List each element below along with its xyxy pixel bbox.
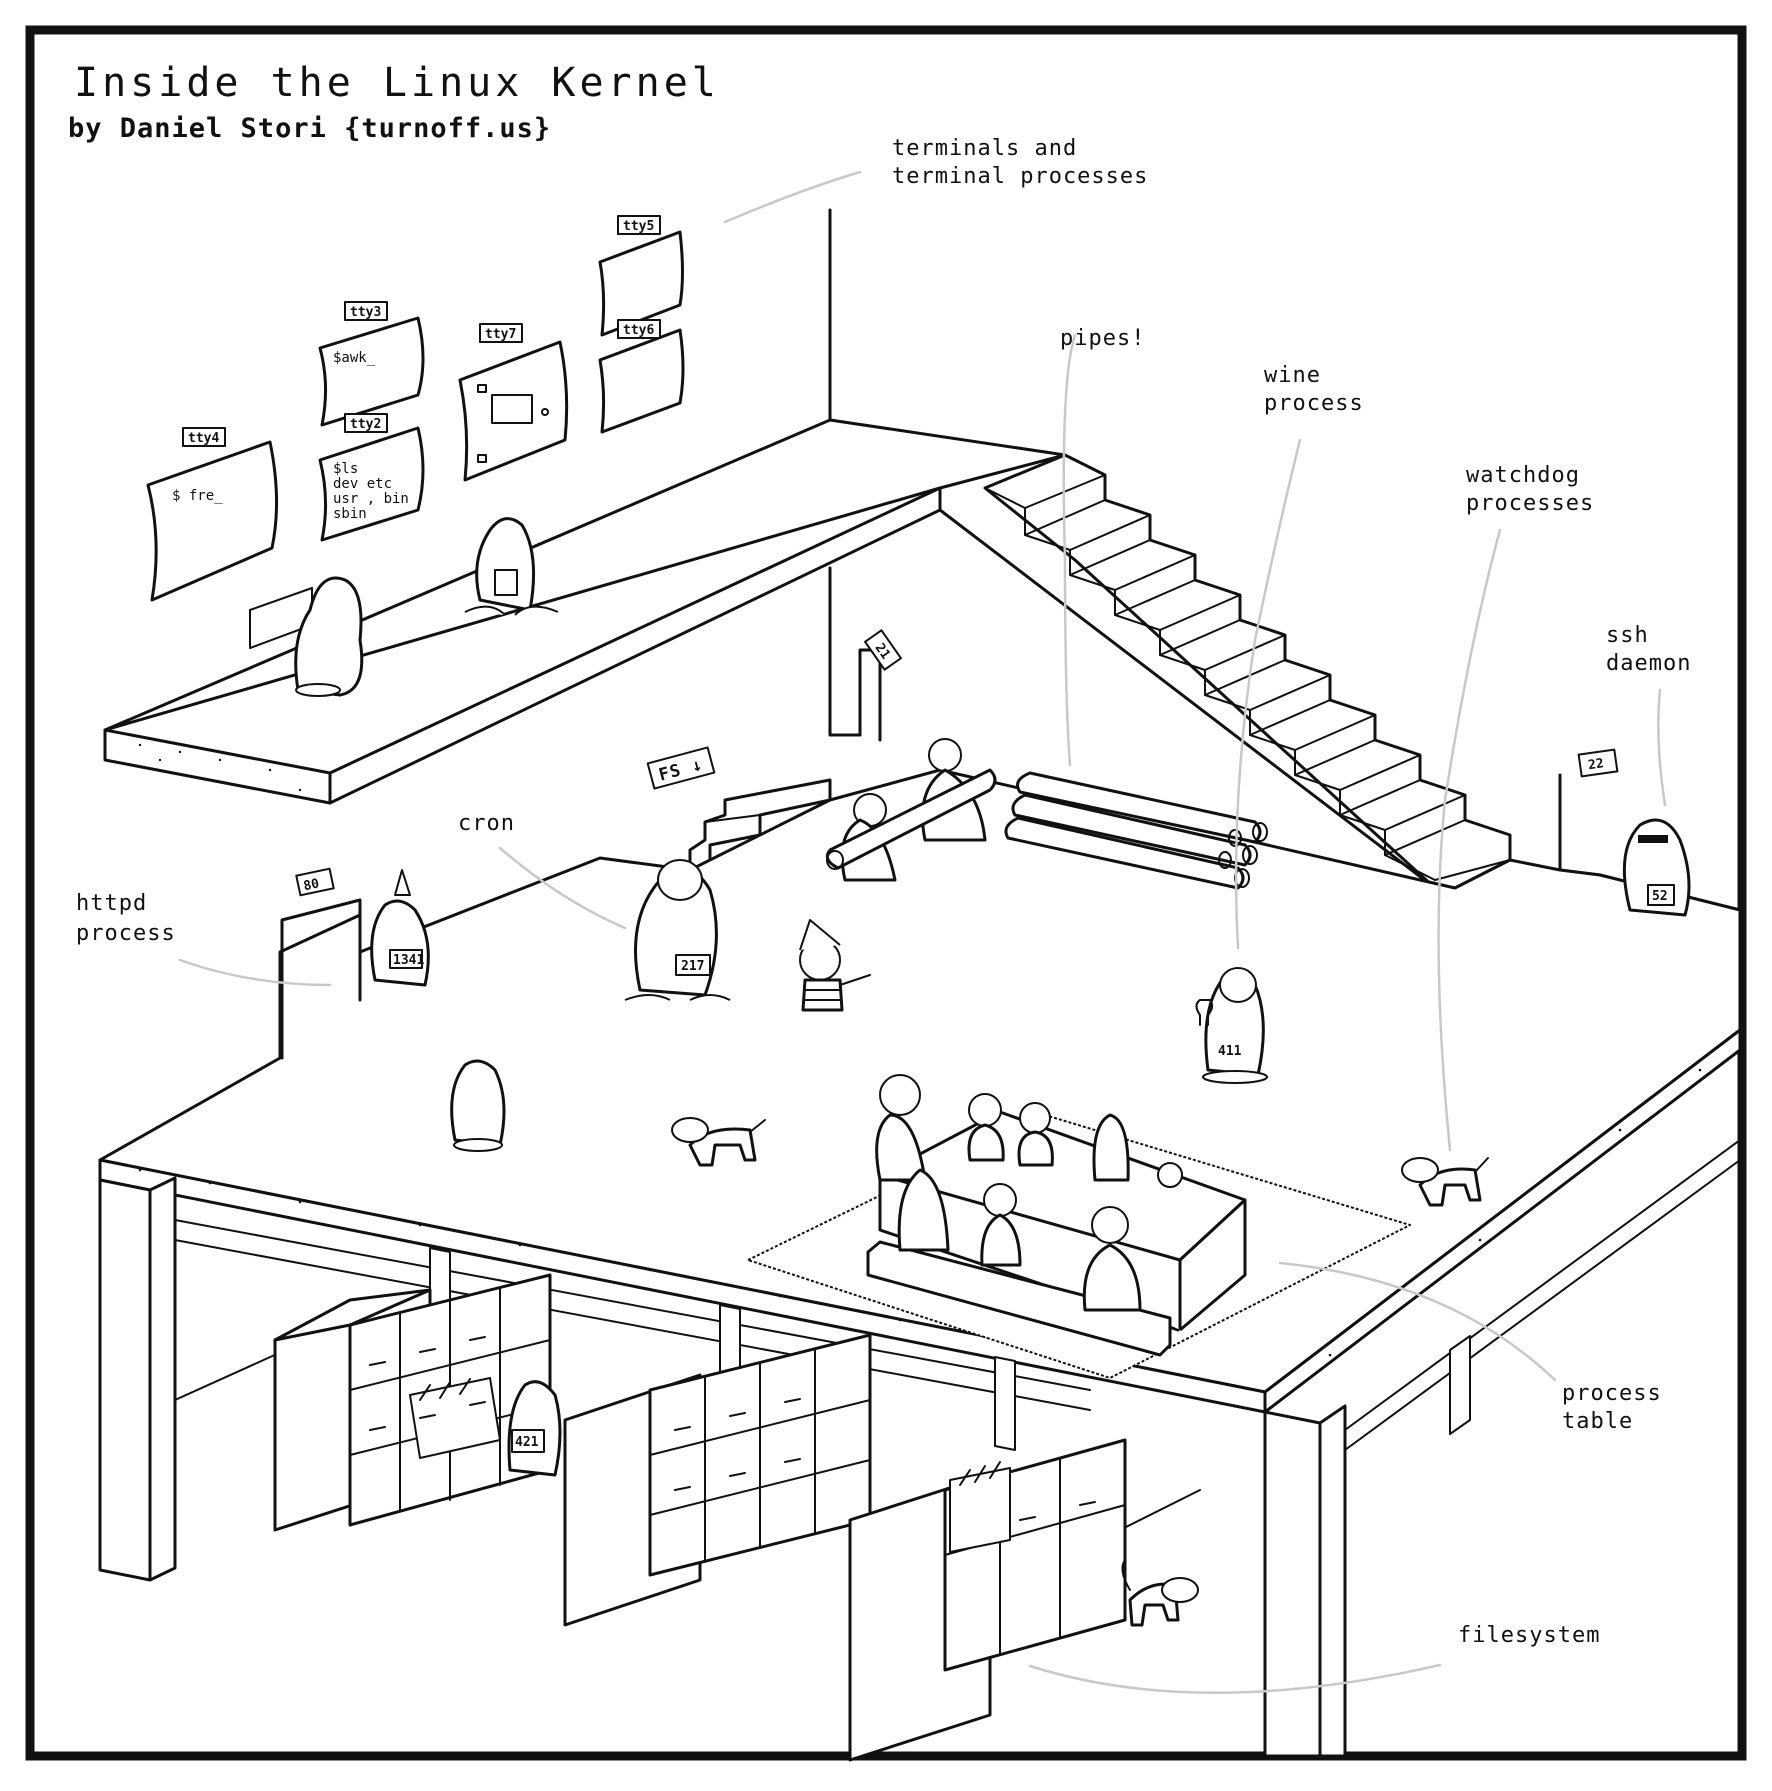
comic-title: Inside the Linux Kernel — [74, 60, 720, 106]
label-wine-line1: wine — [1264, 363, 1321, 388]
watchdog-2 — [1401, 1157, 1489, 1207]
watchdog-3 — [1121, 1559, 1199, 1627]
label-terminals-line2: terminal processes — [892, 164, 1148, 189]
terminal-tty5: tty5 — [598, 215, 684, 337]
penguin-httpd: 1341 — [370, 869, 430, 987]
label-pipes: pipes! — [1060, 326, 1145, 351]
terminal-tty7: tty7 — [458, 323, 569, 482]
doors: 80 21 FS ↓ 22 — [280, 629, 1619, 1060]
label-httpd-line2: process — [76, 921, 176, 946]
label-watchdog-line2: processes — [1466, 491, 1594, 516]
penguin-cron: 217 — [624, 859, 731, 1001]
filer-badge: 421 — [515, 1435, 539, 1450]
label-filesystem: filesystem — [1458, 1623, 1600, 1648]
callout-labels: terminals and terminal processes pipes! … — [76, 136, 1691, 1648]
leader-lines — [178, 170, 1667, 1694]
port-22-sign: 22 — [1587, 756, 1605, 773]
file-cabinets — [273, 1273, 1127, 1762]
label-httpd-line1: httpd — [76, 891, 147, 916]
tty2-screen-line1: $ls — [333, 461, 358, 477]
characters: 1341 217 — [294, 517, 1691, 1627]
httpd-badge: 1341 — [393, 953, 424, 968]
cron-badge: 217 — [681, 959, 704, 974]
penguin-wine: 411 — [1195, 967, 1268, 1084]
ssh-badge: 52 — [1652, 889, 1668, 904]
terminal-tty2: tty2 $ls dev etc usr , bin sbin — [318, 413, 425, 542]
label-ssh-line1: ssh — [1606, 623, 1649, 648]
tty2-tag: tty2 — [350, 417, 381, 432]
comic-byline: by Daniel Stori {turnoff.us} — [68, 113, 551, 144]
tty4-tag: tty4 — [188, 431, 219, 446]
tty2-screen-line2: dev etc — [333, 476, 392, 492]
terminal-tty4: tty4 $ fre_ — [146, 427, 279, 602]
label-process-table-line1: process — [1562, 1381, 1662, 1406]
label-terminals-line1: terminals and — [892, 136, 1077, 161]
terminal-screens: tty4 $ fre_ tty3 $awk_ tty2 $ls dev etc … — [146, 215, 685, 649]
httpd-door — [280, 898, 362, 1060]
terminal-tty6: tty6 — [598, 319, 685, 434]
penguins-carrying-pipe — [825, 738, 997, 882]
port-21-sign: 21 — [872, 641, 893, 663]
penguin-ssh: 52 — [1622, 818, 1691, 917]
label-process-table-line2: table — [1562, 1409, 1633, 1434]
label-ssh-line2: daemon — [1606, 651, 1691, 676]
tty5-tag: tty5 — [623, 219, 654, 234]
staircase — [938, 453, 1512, 890]
wine-badge: 411 — [1218, 1044, 1242, 1059]
panel-border — [25, 25, 1747, 1761]
port-80-sign: 80 — [302, 876, 321, 894]
tty3-screen-text: $awk_ — [333, 350, 376, 366]
terminal-tty3: tty3 $awk_ — [318, 301, 425, 427]
penguin-reading — [464, 517, 559, 616]
tty7-tag: tty7 — [485, 327, 516, 342]
tty2-screen-line3: usr , bin — [333, 491, 409, 507]
tty6-tag: tty6 — [623, 323, 654, 338]
penguin-filesystem: 421 — [507, 1380, 562, 1477]
penguin-walking — [450, 1059, 506, 1152]
tty3-tag: tty3 — [350, 305, 381, 320]
label-wine-line2: process — [1264, 391, 1364, 416]
tty4-screen-text: $ fre_ — [172, 488, 223, 504]
penguins-at-table — [875, 1074, 1183, 1312]
elf-process — [799, 919, 871, 1012]
label-cron: cron — [458, 811, 515, 836]
label-watchdog-line1: watchdog — [1466, 463, 1580, 488]
support-structure — [98, 1139, 1741, 1758]
watchdog-1 — [671, 1117, 766, 1167]
penguin-terminal-user — [294, 576, 364, 697]
pipes — [1004, 771, 1268, 890]
tty2-screen-line4: sbin — [333, 506, 367, 522]
